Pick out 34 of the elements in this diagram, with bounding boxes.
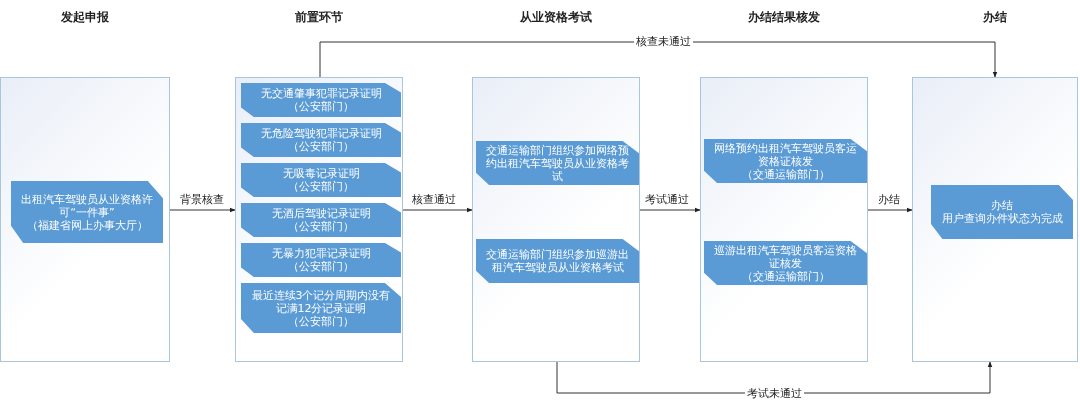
column-heading: 发起申报 bbox=[60, 9, 110, 26]
process-step: 无危险驾驶犯罪记录证明 （公安部门） bbox=[241, 123, 401, 157]
edge-label: 核查未通过 bbox=[634, 35, 693, 48]
arrow bbox=[556, 361, 993, 394]
edge-label: 考试未通过 bbox=[745, 387, 804, 400]
process-step: 最近连续3个记分周期内没有记满12分记录证明 （公安部门） bbox=[241, 283, 401, 333]
column-heading: 前置环节 bbox=[294, 9, 344, 26]
arrow bbox=[402, 207, 473, 213]
arrow bbox=[169, 207, 236, 213]
process-step: 无吸毒记录证明 （公安部门） bbox=[241, 163, 401, 197]
lane-panel bbox=[700, 77, 868, 362]
column-heading: 从业资格考试 bbox=[519, 9, 593, 26]
process-step: 无暴力犯罪记录证明 （公安部门） bbox=[241, 243, 401, 277]
lane-panel bbox=[472, 77, 640, 362]
lane-panel bbox=[912, 77, 1078, 362]
process-step: 无酒后驾驶记录证明 （公安部门） bbox=[241, 203, 401, 237]
arrow bbox=[867, 207, 913, 213]
column-heading: 办结结果核发 bbox=[747, 9, 821, 26]
arrow bbox=[319, 41, 998, 78]
process-step: 无交通肇事犯罪记录证明 （公安部门） bbox=[241, 83, 401, 117]
edge-label: 背景核查 bbox=[178, 193, 226, 206]
column-heading: 办结 bbox=[982, 9, 1008, 26]
arrow bbox=[639, 207, 701, 213]
process-step: 交通运输部门组织参加巡游出租汽车驾驶员从业资格考试 bbox=[476, 239, 639, 283]
process-step: 巡游出租汽车驾驶员客运资格证核发 （交通运输部门） bbox=[704, 241, 867, 285]
edge-label: 考试通过 bbox=[643, 193, 691, 206]
lane-panel bbox=[235, 77, 403, 362]
process-step: 办结 用户查询办件状态为完成 bbox=[931, 185, 1073, 239]
lane-panel bbox=[0, 77, 170, 362]
edge-label: 办结 bbox=[876, 193, 902, 206]
edge-label: 核查通过 bbox=[410, 193, 458, 206]
process-step: 出租汽车驾驶员从业资格许可“一件事” （福建省网上办事大厅） bbox=[11, 181, 163, 243]
process-step: 网络预约出租汽车驾驶员客运资格证核发 （交通运输部门） bbox=[704, 139, 867, 183]
process-step: 交通运输部门组织参加网络预约出租汽车驾驶员从业资格考试 bbox=[476, 141, 639, 185]
